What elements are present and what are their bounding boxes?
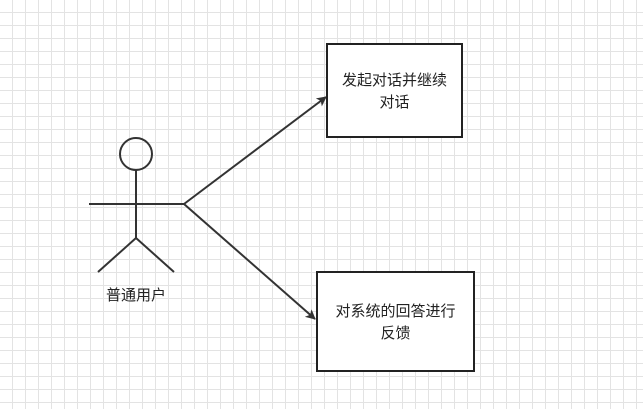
usecase-start-conversation-label: 发起对话并继续对话	[341, 70, 447, 111]
usecase-feedback[interactable]: 对系统的回答进行反馈	[316, 271, 475, 372]
actor-left-leg	[97, 237, 137, 273]
association-arrow-start-conversation[interactable]	[183, 96, 327, 205]
association-arrow-feedback[interactable]	[183, 203, 316, 320]
usecase-feedback-label: 对系统的回答进行反馈	[335, 301, 456, 342]
actor-figure[interactable]	[89, 137, 184, 273]
actor-head	[119, 137, 153, 171]
actor-right-leg	[135, 237, 175, 273]
usecase-start-conversation[interactable]: 发起对话并继续对话	[326, 43, 463, 138]
actor-label: 普通用户	[105, 286, 166, 304]
